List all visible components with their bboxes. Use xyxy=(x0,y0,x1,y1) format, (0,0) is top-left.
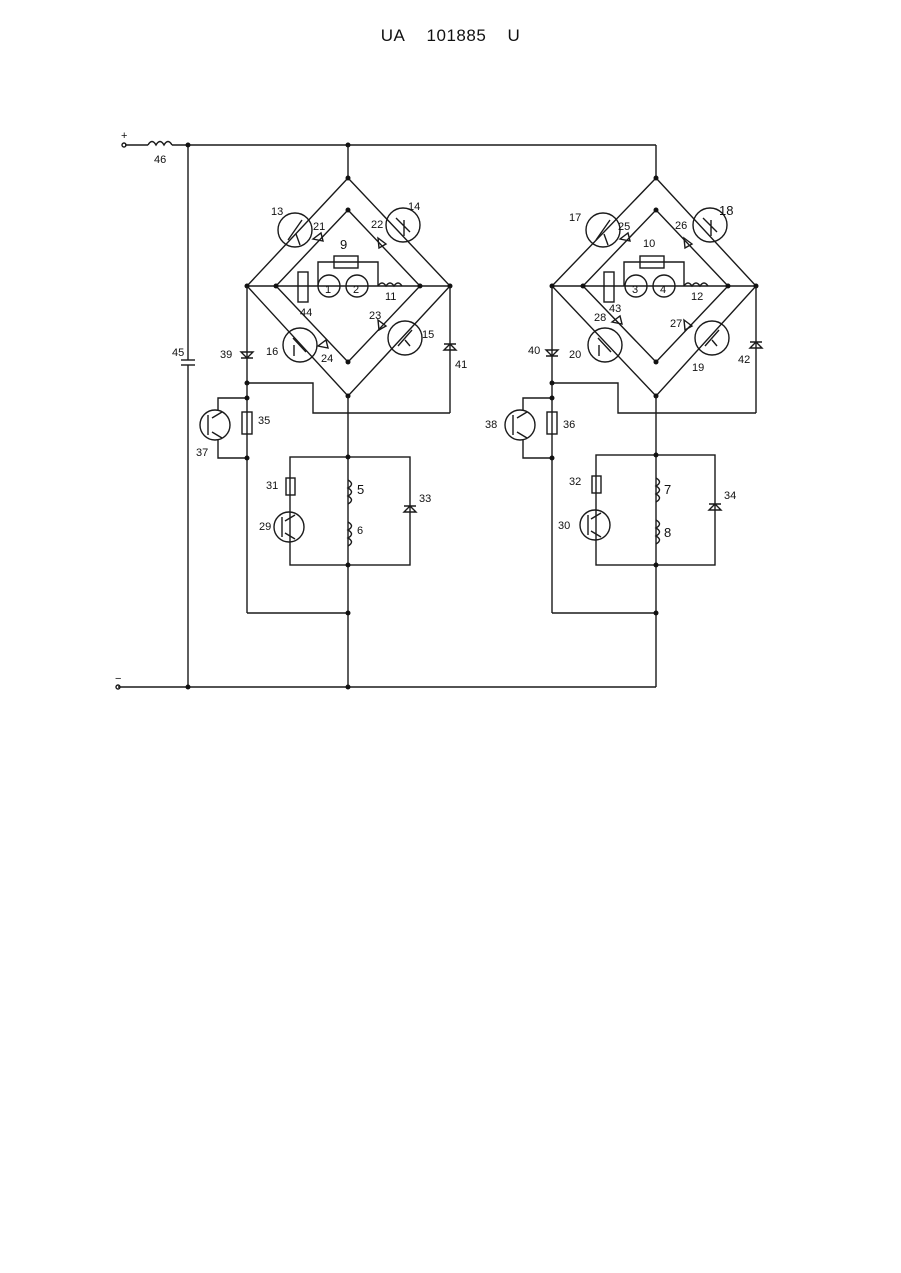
label-20: 20 xyxy=(569,349,581,361)
label-5: 5 xyxy=(357,482,364,497)
label-10: 10 xyxy=(643,238,655,250)
label-43: 43 xyxy=(609,303,621,315)
label-31: 31 xyxy=(266,480,278,492)
label-9: 9 xyxy=(340,237,347,252)
component-labels: + − 46 45 1 2 3 4 5 6 7 8 9 10 11 12 13 … xyxy=(115,130,750,685)
label-30: 30 xyxy=(558,520,570,532)
label-39: 39 xyxy=(220,349,232,361)
label-26: 26 xyxy=(675,220,687,232)
label-13: 13 xyxy=(271,206,283,218)
label-2: 2 xyxy=(353,284,359,296)
label-38: 38 xyxy=(485,419,497,431)
label-35: 35 xyxy=(258,415,270,427)
label-25: 25 xyxy=(618,221,630,233)
label-8: 8 xyxy=(664,525,671,540)
label-29: 29 xyxy=(259,521,271,533)
label-22: 22 xyxy=(371,219,383,231)
label-1: 1 xyxy=(325,284,331,296)
label-27: 27 xyxy=(670,318,682,330)
label-23: 23 xyxy=(369,310,381,322)
label-32: 32 xyxy=(569,476,581,488)
label-3: 3 xyxy=(632,284,638,296)
label-6: 6 xyxy=(357,525,363,537)
label-41: 41 xyxy=(455,359,467,371)
label-14: 14 xyxy=(408,201,420,213)
label-15: 15 xyxy=(422,329,434,341)
label-37: 37 xyxy=(196,447,208,459)
label-12: 12 xyxy=(691,291,703,303)
label-36: 36 xyxy=(563,419,575,431)
minus-terminal-label: − xyxy=(115,673,121,685)
label-16: 16 xyxy=(266,346,278,358)
label-33: 33 xyxy=(419,493,431,505)
label-4: 4 xyxy=(660,284,666,296)
label-45: 45 xyxy=(172,347,184,359)
label-21: 21 xyxy=(313,221,325,233)
label-11: 11 xyxy=(385,291,396,303)
plus-terminal-label: + xyxy=(121,130,127,142)
label-24: 24 xyxy=(321,353,333,365)
label-44: 44 xyxy=(300,307,312,319)
label-17: 17 xyxy=(569,212,581,224)
label-7: 7 xyxy=(664,482,671,497)
label-19: 19 xyxy=(692,362,704,374)
label-42: 42 xyxy=(738,354,750,366)
label-40: 40 xyxy=(528,345,540,357)
label-18: 18 xyxy=(719,203,733,218)
label-46: 46 xyxy=(154,154,166,166)
label-34: 34 xyxy=(724,490,736,502)
label-28: 28 xyxy=(594,312,606,324)
right-bridge xyxy=(505,145,762,687)
left-bridge xyxy=(200,145,456,687)
